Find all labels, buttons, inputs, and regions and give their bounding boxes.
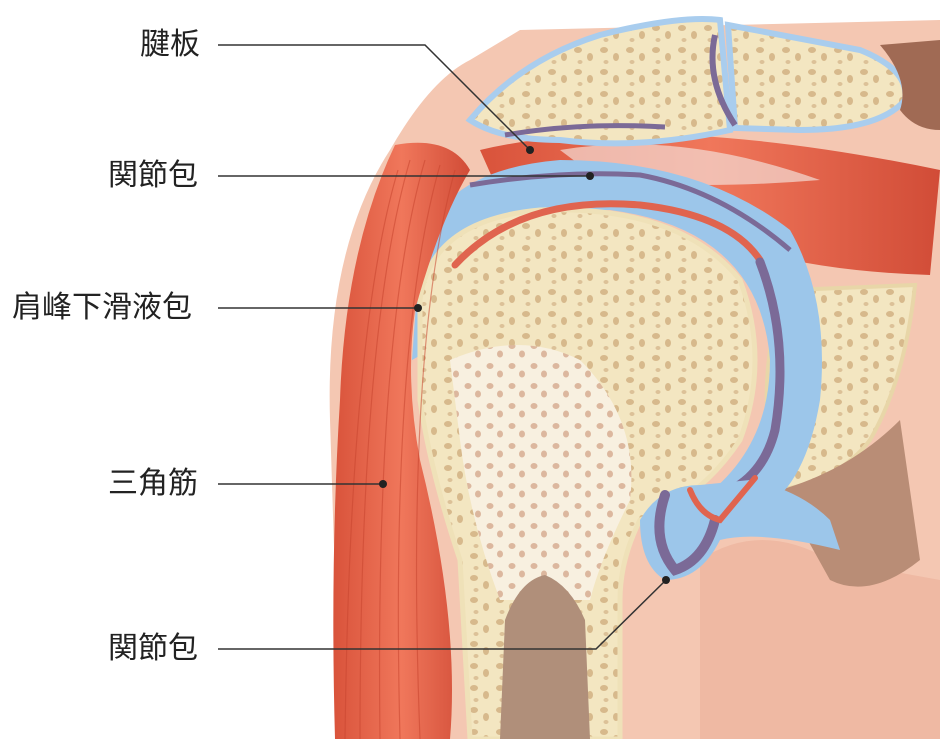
- dot-capsule-bottom: [662, 576, 670, 584]
- label-deltoid: 三角筋: [108, 469, 198, 499]
- label-subacromial-bursa: 肩峰下滑液包: [12, 293, 192, 323]
- label-joint-capsule-bottom: 関節包: [108, 634, 198, 664]
- label-joint-capsule-top: 関節包: [108, 161, 198, 191]
- dot-tendon: [526, 146, 534, 154]
- dot-bursa: [414, 304, 422, 312]
- dot-capsule-top: [586, 172, 594, 180]
- dot-deltoid: [379, 480, 387, 488]
- label-tendon-plate: 腱板: [140, 30, 200, 60]
